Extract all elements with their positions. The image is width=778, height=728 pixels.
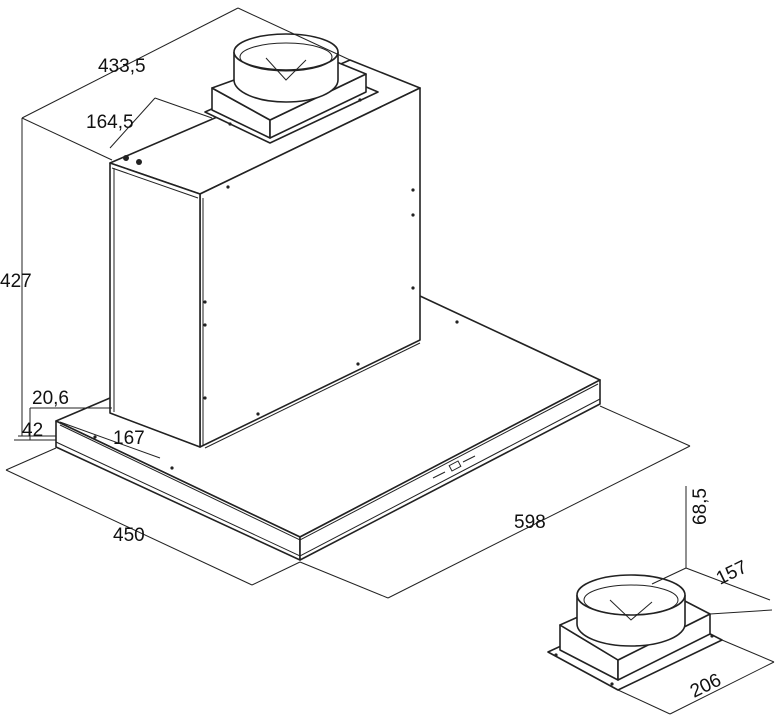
dim-157-label: 157 — [713, 557, 751, 590]
dim-68-5-label: 68,5 — [690, 488, 711, 525]
dim-20-6-label: 20,6 — [32, 388, 69, 409]
dim-42-label: 42 — [22, 420, 43, 441]
dim-427-label: 427 — [0, 271, 32, 292]
dimension-lines — [5, 7, 775, 715]
dim-206-label: 206 — [687, 670, 725, 703]
dim-450-label: 450 — [113, 525, 145, 546]
top-outlet-flange — [204, 33, 379, 144]
dim-167-label: 167 — [113, 428, 145, 449]
dim-433-5-label: 433,5 — [98, 56, 146, 77]
dim-598-label: 598 — [514, 512, 546, 533]
flange-detail — [547, 574, 723, 691]
dim-164-5-label: 164,5 — [86, 112, 134, 133]
hood-canopy — [55, 295, 601, 561]
